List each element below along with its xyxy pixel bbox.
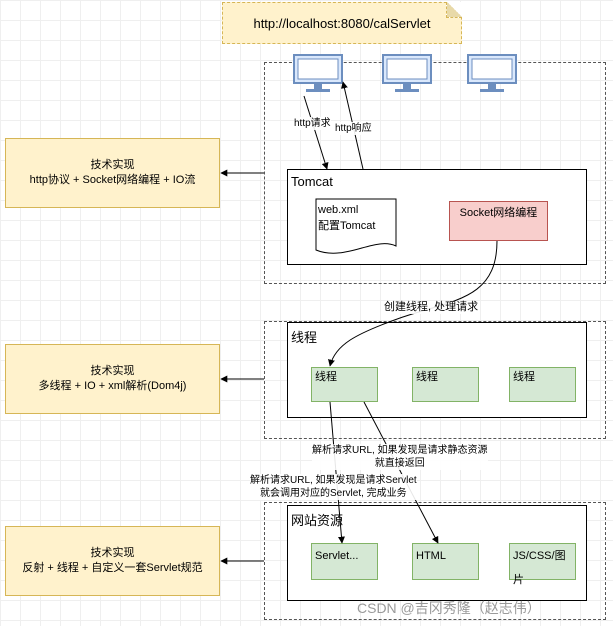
thread-to-servlet-arrow [329,401,345,544]
thread-label: 线程 [513,371,535,383]
resource-group [264,502,606,620]
thread-title: 线程 [291,330,318,345]
client-tomcat-group [264,62,606,284]
static-files-box: JS/CSS/图片 [509,543,576,586]
socket-box: Socket网络编程 [449,201,548,241]
create-thread-label: 创建线程, 处理请求 [384,301,479,314]
thread-to-html-arrow [363,401,439,544]
static-label-line-1: 解析请求URL, 如果发现是请求静态资源 [312,445,488,456]
tech-box-thread: 技术实现 多线程 + IO + xml解析(Dom4j) [5,344,220,414]
tech-box-resource: 技术实现 反射 + 线程 + 自定义一套Servlet规范 [5,526,220,596]
thread-label: 线程 [416,371,438,383]
thread-group [264,321,606,439]
tech-heading: 技术实现 [90,365,135,377]
url-text: http://localhost:8080/calServlet [253,15,431,31]
monitor-icon [293,54,343,92]
tech-heading: 技术实现 [90,159,135,171]
doc-line-2: 配置Tomcat [318,220,376,232]
servlet-label-line-1: 解析请求URL, 如果发现是请求Servlet [250,475,417,486]
servlet-request-label: 解析请求URL, 如果发现是请求Servlet 就会调用对应的Servlet, … [250,474,417,500]
document-icon [315,198,397,254]
watermark-text: CSDN @吉冈秀隆（赵志伟） [357,600,541,616]
servlet-label-line-2: 就会调用对应的Servlet, 完成业务 [260,488,407,499]
monitor-icon [382,54,432,92]
html-box: HTML [412,543,479,580]
thread-box: 线程 [311,367,378,402]
http-request-arrow [303,95,329,170]
tomcat-title: Tomcat [291,174,333,189]
socket-label: Socket网络编程 [459,207,538,219]
monitor-icon [467,54,517,92]
servlet-label: Servlet... [315,550,359,562]
static-label-line-2: 就直接返回 [374,458,425,469]
resource-title: 网站资源 [291,513,344,528]
tech-detail: 反射 + 线程 + 自定义一套Servlet规范 [22,562,203,574]
doc-label: web.xml 配置Tomcat [318,202,375,234]
thread-box: 线程 [509,367,576,402]
url-note: http://localhost:8080/calServlet [222,2,462,44]
http-response-label: http响应 [335,122,372,135]
thread-label: 线程 [315,371,337,383]
create-thread-arrow [328,240,498,367]
tech-heading: 技术实现 [90,547,135,559]
note-fold-corner [446,2,462,18]
html-label: HTML [416,550,446,562]
tech-detail: http协议 + Socket网络编程 + IO流 [29,174,196,186]
static-files-label: JS/CSS/图片 [513,550,566,586]
tech-detail: 多线程 + IO + xml解析(Dom4j) [38,380,187,392]
static-resource-label: 解析请求URL, 如果发现是请求静态资源 就直接返回 [312,444,488,470]
tech-box-tomcat: 技术实现 http协议 + Socket网络编程 + IO流 [5,138,220,208]
http-request-label: http请求 [294,117,331,130]
thread-box: 线程 [412,367,479,402]
doc-line-1: web.xml [318,204,359,216]
